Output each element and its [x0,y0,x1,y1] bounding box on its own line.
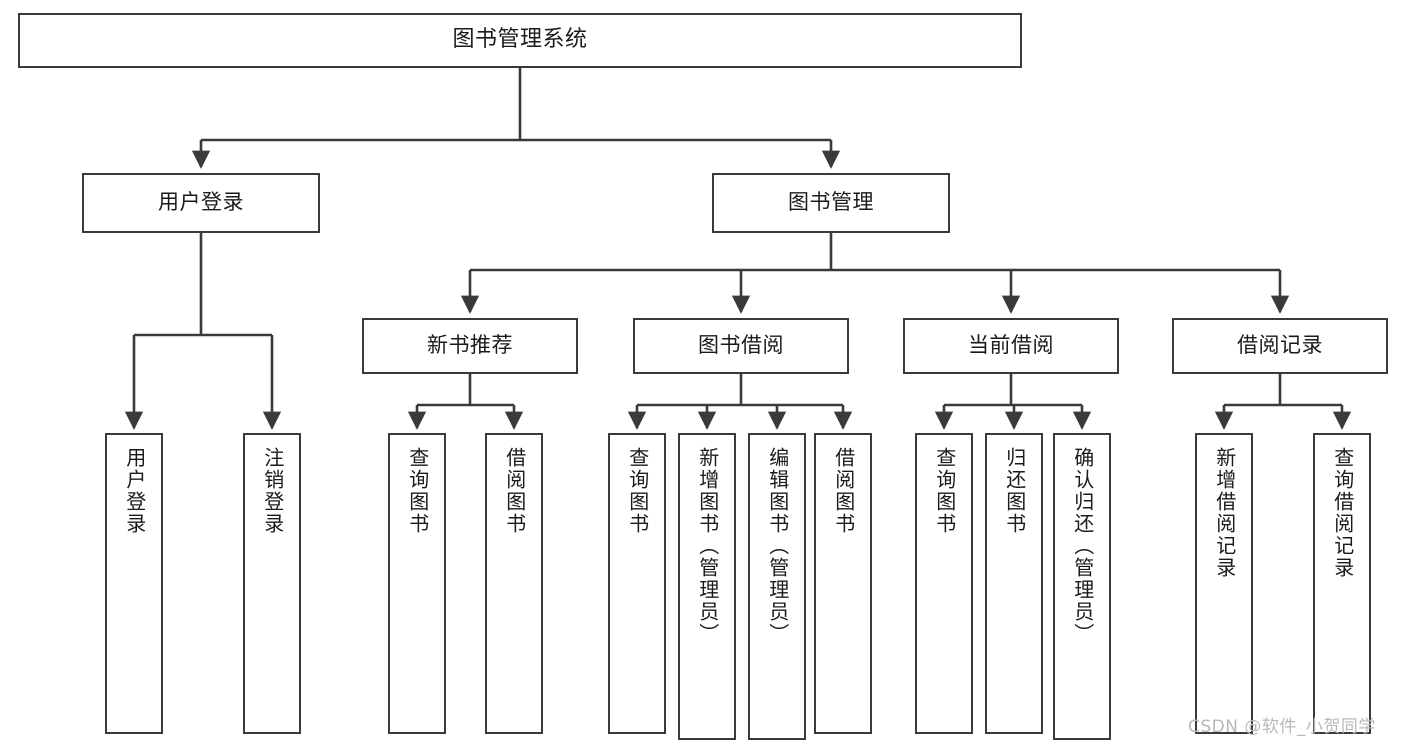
node-label: 借阅图书 [831,447,856,535]
node-label: 查询图书 [405,447,430,535]
node-user-login[interactable]: 用户登录 [82,173,320,233]
leaf-add-book-admin[interactable]: 新增图书（管理员） [678,433,736,740]
node-label: 确认归还（管理员） [1070,447,1095,645]
node-label: 图书管理 [788,190,874,215]
node-root-system[interactable]: 图书管理系统 [18,13,1022,68]
node-borrow-record[interactable]: 借阅记录 [1172,318,1388,374]
node-label: 借阅记录 [1237,333,1323,358]
node-label: 用户登录 [122,447,147,535]
node-label: 用户登录 [158,190,244,215]
node-current-borrow[interactable]: 当前借阅 [903,318,1119,374]
node-new-book-recommend[interactable]: 新书推荐 [362,318,578,374]
leaf-confirm-return-admin[interactable]: 确认归还（管理员） [1053,433,1111,740]
node-label: 当前借阅 [968,333,1054,358]
leaf-query-borrow-record[interactable]: 查询借阅记录 [1313,433,1371,734]
leaf-user-login[interactable]: 用户登录 [105,433,163,734]
leaf-borrow-book-recommend[interactable]: 借阅图书 [485,433,543,734]
node-label: 新书推荐 [427,333,513,358]
node-label: 查询图书 [932,447,957,535]
leaf-return-book[interactable]: 归还图书 [985,433,1043,734]
node-label: 查询图书 [625,447,650,535]
leaf-query-book-borrow[interactable]: 查询图书 [608,433,666,734]
leaf-query-book-current[interactable]: 查询图书 [915,433,973,734]
leaf-query-book-recommend[interactable]: 查询图书 [388,433,446,734]
node-label: 图书借阅 [698,333,784,358]
leaf-borrow-book[interactable]: 借阅图书 [814,433,872,734]
node-label: 归还图书 [1002,447,1027,535]
node-label: 注销登录 [260,447,285,535]
node-book-manage[interactable]: 图书管理 [712,173,950,233]
node-book-borrow[interactable]: 图书借阅 [633,318,849,374]
node-label: 编辑图书（管理员） [765,447,790,645]
node-label: 查询借阅记录 [1330,447,1355,579]
node-label: 新增借阅记录 [1212,447,1237,579]
node-label: 借阅图书 [502,447,527,535]
leaf-add-borrow-record[interactable]: 新增借阅记录 [1195,433,1253,734]
leaf-edit-book-admin[interactable]: 编辑图书（管理员） [748,433,806,740]
node-label: 图书管理系统 [452,27,588,53]
leaf-logout[interactable]: 注销登录 [243,433,301,734]
watermark: CSDN @软件_小贺同学 [1188,717,1376,737]
node-label: 新增图书（管理员） [695,447,720,645]
